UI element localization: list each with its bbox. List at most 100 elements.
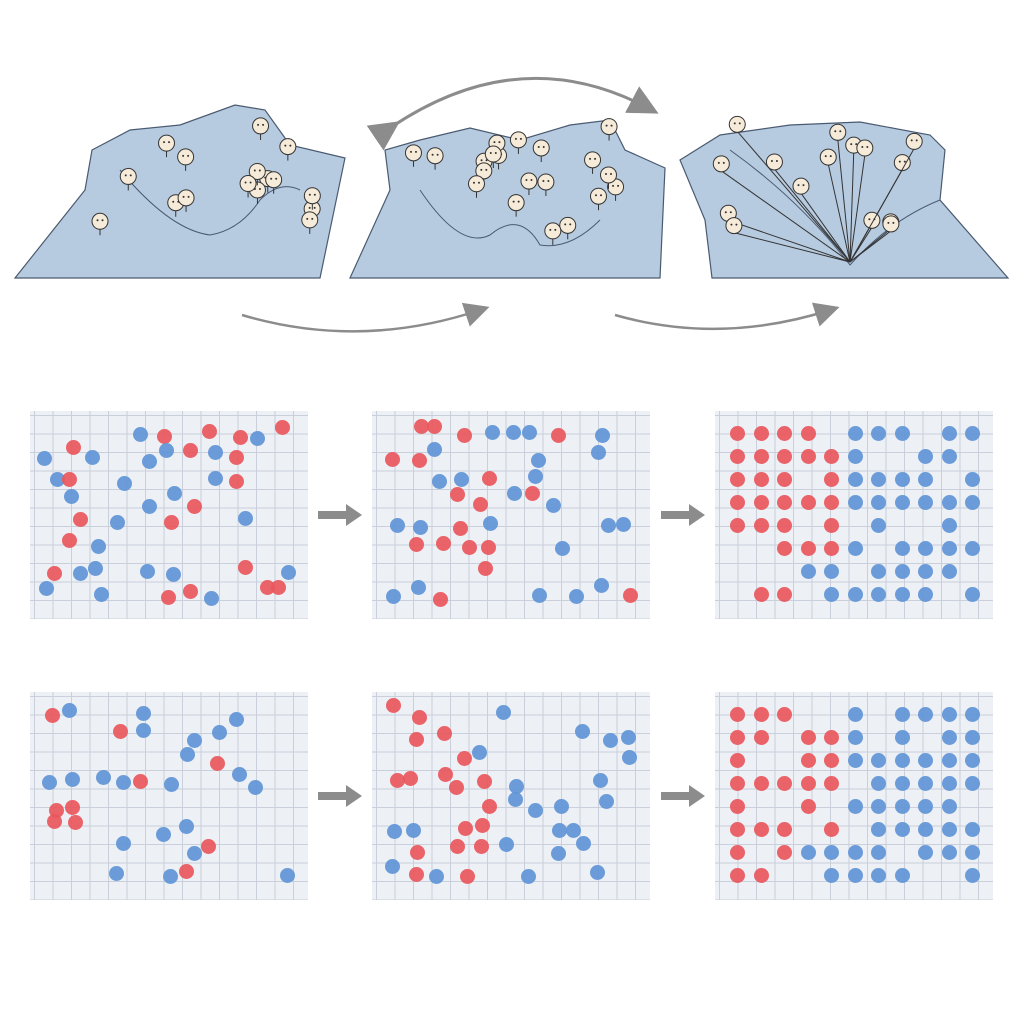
blue-agent-dot — [847, 426, 863, 441]
red-agent-dot — [824, 472, 839, 487]
red-agent-dot — [459, 868, 475, 884]
red-agent-dot — [44, 708, 60, 724]
blue-agent-dot — [894, 753, 910, 768]
red-agent-dot — [730, 868, 745, 883]
red-agent-dot — [824, 822, 839, 837]
blue-agent-dot — [847, 449, 863, 464]
flow-arrow-icon — [614, 302, 840, 331]
agent-marker-icon — [507, 194, 525, 217]
blue-agent-dot — [621, 749, 637, 765]
red-agent-dot — [210, 756, 226, 772]
agent-marker-icon — [792, 177, 851, 263]
blue-agent-dot — [918, 564, 933, 579]
blue-agent-dot — [941, 776, 957, 791]
blue-agent-dot — [918, 541, 933, 556]
blue-agent-dot — [918, 587, 933, 602]
red-agent-dot — [457, 751, 473, 767]
red-agent-dot — [411, 452, 427, 468]
agent-marker-icon — [252, 117, 270, 140]
red-agent-dot — [476, 774, 492, 790]
agent-marker-icon — [849, 215, 900, 263]
grid-panel — [30, 411, 308, 619]
red-agent-dot — [777, 822, 792, 837]
blue-agent-dot — [871, 518, 886, 533]
red-agent-dot — [408, 867, 424, 883]
blue-agent-dot — [824, 587, 839, 602]
agent-marker-icon — [265, 171, 283, 194]
red-agent-dot — [800, 495, 816, 510]
blue-agent-dot — [61, 702, 77, 718]
blue-agent-dot — [108, 866, 124, 882]
blue-agent-dot — [847, 541, 863, 556]
red-agent-dot — [524, 486, 540, 502]
red-agent-dot — [449, 839, 465, 855]
agent-marker-icon — [589, 187, 607, 211]
red-agent-dot — [448, 779, 464, 795]
blue-agent-dot — [918, 495, 933, 510]
red-agent-dot — [800, 753, 816, 768]
red-agent-dot — [777, 472, 792, 487]
blue-agent-dot — [824, 868, 839, 883]
blue-agent-dot — [531, 453, 547, 469]
agent-marker-icon — [849, 139, 874, 263]
blue-agent-dot — [133, 427, 149, 443]
blue-agent-dot — [965, 587, 980, 602]
blue-agent-dot — [871, 868, 886, 883]
blue-agent-dot — [94, 586, 110, 602]
red-agent-dot — [551, 428, 567, 444]
red-agent-dot — [458, 821, 474, 837]
agent-marker-icon — [819, 148, 851, 263]
blue-agent-dot — [871, 776, 886, 791]
blue-agent-dot — [499, 836, 515, 852]
blue-agent-dot — [431, 474, 447, 490]
blue-agent-dot — [280, 565, 296, 581]
blue-agent-dot — [941, 541, 957, 556]
blue-agent-dot — [162, 869, 178, 885]
blue-agent-dot — [941, 518, 957, 533]
red-agent-dot — [753, 472, 769, 487]
red-agent-dot — [62, 472, 78, 488]
red-agent-dot — [183, 583, 199, 599]
agent-marker-icon — [712, 155, 851, 263]
blue-agent-dot — [528, 803, 544, 819]
agent-marker-icon — [849, 132, 923, 263]
red-agent-dot — [824, 449, 839, 464]
blue-agent-dot — [941, 822, 957, 837]
blue-agent-dot — [941, 730, 957, 745]
blue-agent-dot — [247, 780, 263, 796]
blue-agent-dot — [87, 560, 103, 576]
red-agent-dot — [753, 518, 769, 533]
red-agent-dot — [777, 449, 792, 464]
red-agent-dot — [800, 799, 816, 814]
blue-agent-dot — [918, 799, 933, 814]
blue-agent-dot — [590, 865, 606, 881]
blue-agent-dot — [965, 426, 980, 441]
red-agent-dot — [730, 753, 745, 768]
red-agent-dot — [179, 864, 195, 880]
red-agent-dot — [800, 730, 816, 745]
red-agent-dot — [68, 814, 84, 830]
blue-agent-dot — [847, 707, 863, 722]
blue-agent-dot — [187, 733, 203, 749]
blue-agent-dot — [918, 707, 933, 722]
blue-agent-dot — [208, 444, 224, 460]
agent-marker-icon — [537, 173, 555, 196]
blue-agent-dot — [90, 538, 106, 554]
red-agent-dot — [824, 495, 839, 510]
blue-agent-dot — [237, 511, 253, 527]
agent-marker-icon — [279, 138, 297, 161]
blue-agent-dot — [386, 588, 402, 604]
blue-agent-dot — [918, 845, 933, 860]
blue-agent-dot — [483, 515, 499, 531]
blue-agent-dot — [918, 822, 933, 837]
blue-agent-dot — [894, 564, 910, 579]
agent-marker-icon — [765, 153, 851, 263]
red-agent-dot — [271, 579, 287, 595]
red-agent-dot — [229, 473, 245, 489]
red-agent-dot — [481, 471, 497, 487]
grid-panel — [715, 411, 993, 619]
blue-agent-dot — [575, 723, 591, 739]
blue-agent-dot — [965, 495, 980, 510]
blue-agent-dot — [554, 541, 570, 557]
blue-agent-dot — [600, 517, 616, 533]
